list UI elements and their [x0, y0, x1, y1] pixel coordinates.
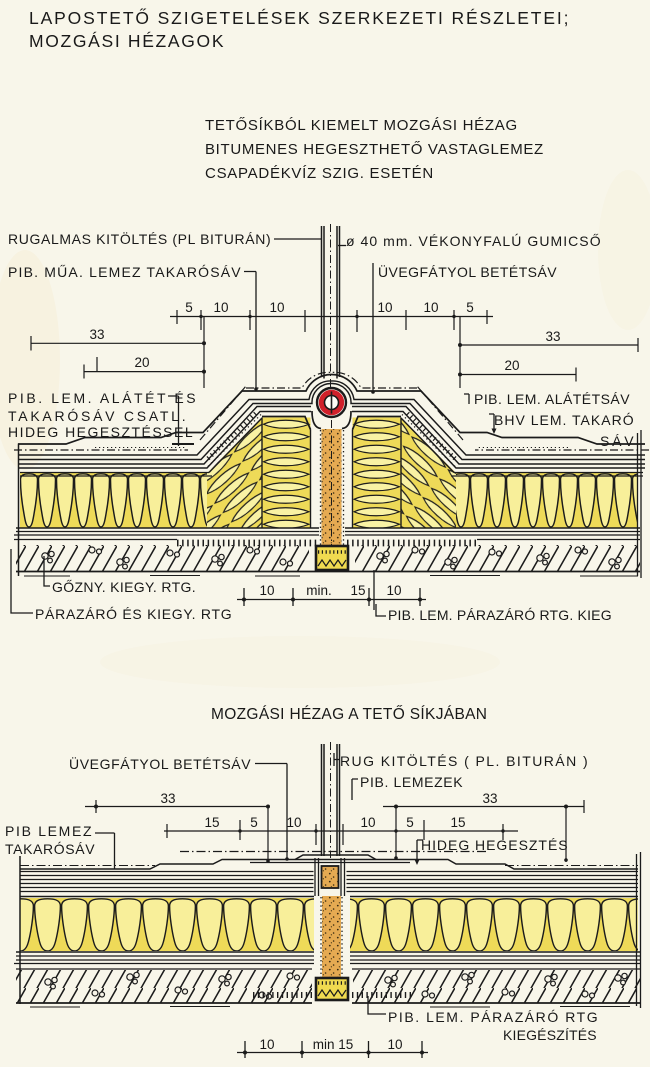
svg-text:33: 33 — [482, 791, 497, 806]
svg-text:HIDEG HEGESZTÉS: HIDEG HEGESZTÉS — [421, 837, 568, 853]
svg-text:33: 33 — [545, 329, 560, 344]
svg-text:15: 15 — [204, 815, 219, 830]
svg-text:10: 10 — [360, 815, 375, 830]
svg-text:5: 5 — [406, 815, 414, 830]
svg-text:5: 5 — [466, 300, 474, 315]
svg-text:TETŐSÍKBÓL KIEMELT MOZGÁSI HÉZ: TETŐSÍKBÓL KIEMELT MOZGÁSI HÉZAG — [205, 117, 518, 134]
svg-text:10: 10 — [286, 815, 301, 830]
svg-text:10: 10 — [259, 583, 274, 598]
svg-text:HIDEG HEGESZTÉSSEL: HIDEG HEGESZTÉSSEL — [8, 424, 193, 440]
svg-text:min.: min. — [306, 583, 332, 598]
svg-text:10: 10 — [423, 300, 438, 315]
svg-text:LAPOSTETŐ SZIGETELÉSEK SZERKEZ: LAPOSTETŐ SZIGETELÉSEK SZERKEZETI RÉSZLE… — [29, 7, 570, 28]
svg-text:ø 40 mm. VÉKONYFALÚ GUMICSŐ: ø 40 mm. VÉKONYFALÚ GUMICSŐ — [346, 233, 601, 249]
svg-text:10: 10 — [213, 300, 228, 315]
svg-text:GŐZNY. KIEGY. RTG.: GŐZNY. KIEGY. RTG. — [52, 579, 196, 595]
svg-text:TAKARÓSÁV CSATL.: TAKARÓSÁV CSATL. — [8, 408, 186, 424]
svg-text:TAKARÓSÁV: TAKARÓSÁV — [5, 841, 95, 857]
svg-text:15: 15 — [350, 583, 365, 598]
svg-text:PIB. LEM. PÁRAZÁRÓ RTG. KIEG: PIB. LEM. PÁRAZÁRÓ RTG. KIEG — [388, 607, 612, 623]
svg-text:PÁRAZÁRÓ ÉS KIEGY. RTG: PÁRAZÁRÓ ÉS KIEGY. RTG — [35, 606, 232, 622]
svg-text:RUG KITÖLTÉS ( PL. BITURÁN ): RUG KITÖLTÉS ( PL. BITURÁN ) — [340, 752, 588, 769]
svg-text:15: 15 — [450, 815, 465, 830]
svg-text:PIB. MŰA. LEMEZ TAKARÓSÁV: PIB. MŰA. LEMEZ TAKARÓSÁV — [8, 264, 241, 280]
svg-text:33: 33 — [160, 791, 175, 806]
svg-text:KIEGÉSZÍTÉS: KIEGÉSZÍTÉS — [503, 1027, 597, 1043]
svg-text:BITUMENES HEGESZTHETŐ VASTAGLE: BITUMENES HEGESZTHETŐ VASTAGLEMEZ — [205, 141, 544, 158]
svg-text:ÜVEGFÁTYOL BETÉTSÁV: ÜVEGFÁTYOL BETÉTSÁV — [378, 263, 557, 280]
svg-text:MOZGÁSI HÉZAG A TETŐ SÍKJÁBAN: MOZGÁSI HÉZAG A TETŐ SÍKJÁBAN — [211, 706, 488, 723]
svg-text:RUGALMAS KITÖLTÉS (PL BITURÁN): RUGALMAS KITÖLTÉS (PL BITURÁN) — [8, 230, 271, 247]
svg-text:PIB. LEMEZEK: PIB. LEMEZEK — [360, 774, 463, 790]
svg-text:ÜVEGFÁTYOL BETÉTSÁV: ÜVEGFÁTYOL BETÉTSÁV — [69, 755, 251, 772]
svg-text:MOZGÁSI HÉZAGOK: MOZGÁSI HÉZAGOK — [29, 31, 225, 51]
svg-text:20: 20 — [134, 355, 149, 370]
svg-text:PIB. LEM. ALÁTÉT ÉS: PIB. LEM. ALÁTÉT ÉS — [8, 390, 196, 406]
svg-text:10: 10 — [387, 1037, 402, 1052]
svg-text:10: 10 — [386, 583, 401, 598]
svg-text:CSAPADÉKVÍZ SZIG. ESETÉN: CSAPADÉKVÍZ SZIG. ESETÉN — [205, 165, 434, 182]
svg-text:PIB. LEM. ALÁTÉTSÁV: PIB. LEM. ALÁTÉTSÁV — [474, 391, 630, 407]
svg-text:33: 33 — [89, 327, 104, 342]
svg-text:SÁV: SÁV — [600, 433, 634, 449]
svg-text:5: 5 — [250, 815, 258, 830]
svg-text:BHV LEM. TAKARÓ: BHV LEM. TAKARÓ — [494, 412, 634, 428]
svg-text:5: 5 — [185, 300, 193, 315]
svg-text:10: 10 — [269, 300, 284, 315]
svg-text:10: 10 — [259, 1037, 274, 1052]
svg-text:20: 20 — [504, 358, 519, 373]
svg-text:min 15: min 15 — [313, 1037, 354, 1052]
svg-text:PIB LEMEZ: PIB LEMEZ — [5, 823, 92, 839]
svg-text:PIB. LEM. PÁRAZÁRÓ RTG: PIB. LEM. PÁRAZÁRÓ RTG — [388, 1009, 598, 1025]
svg-text:10: 10 — [377, 300, 392, 315]
